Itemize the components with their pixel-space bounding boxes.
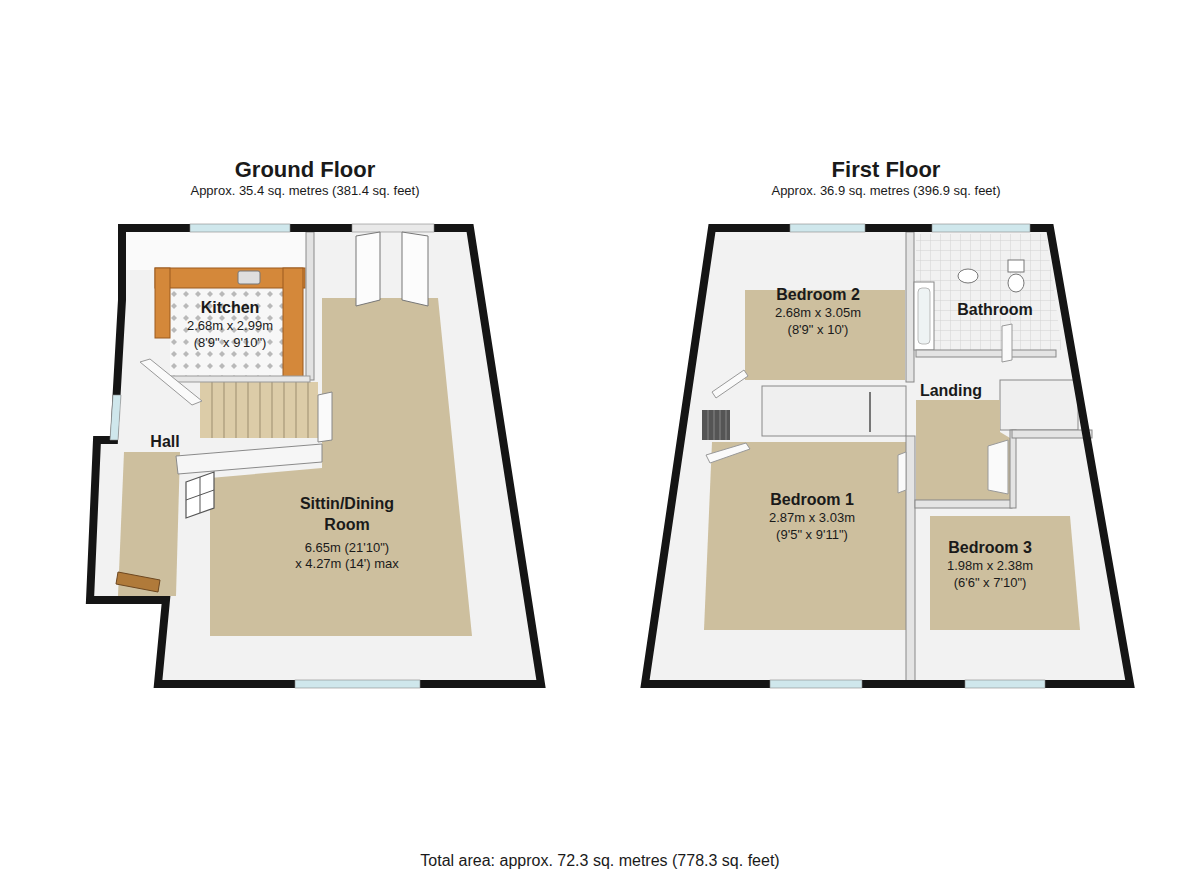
room-dimensions: 1.98m x 2.38m	[947, 557, 1033, 574]
room-name: Bathroom	[957, 300, 1033, 319]
floor-plan: First FloorApprox. 36.9 sq. metres (396.…	[640, 157, 1132, 697]
room-name: Landing	[920, 381, 982, 400]
window	[295, 680, 420, 688]
room-name: Hall	[150, 432, 179, 451]
room-dimensions: 6.65m (21'10")	[288, 540, 406, 556]
window	[932, 224, 1030, 232]
kitchen-counter	[155, 268, 170, 338]
door	[988, 440, 1008, 494]
hanging-rail	[869, 392, 871, 432]
kitchen-counter	[283, 268, 303, 378]
room-label: Bedroom 12.87m x 3.03m(9'5" x 9'11")	[769, 490, 855, 543]
doorway	[352, 224, 434, 232]
wall-face	[126, 232, 306, 270]
room-label: Bedroom 31.98m x 2.38m(6'6" x 7'10")	[947, 538, 1033, 591]
wardrobe-slats	[708, 410, 726, 440]
partition-wall	[1012, 430, 1092, 438]
room-dimensions: x 4.27m (14') max	[288, 556, 406, 572]
bath-basin	[918, 288, 930, 344]
wall-face	[90, 228, 541, 684]
room-name: Bedroom 2	[775, 285, 861, 304]
room-dimensions: 2.68m x 2.99m	[187, 317, 273, 334]
front-door	[116, 572, 160, 592]
room-label: Hall	[150, 432, 179, 451]
floor-area: Approx. 35.4 sq. metres (381.4 sq. feet)	[65, 183, 545, 199]
french-door	[402, 232, 428, 306]
window	[790, 224, 865, 232]
room-dimensions: (6'6" x 7'10")	[947, 574, 1033, 591]
carpet-floor	[930, 516, 1080, 630]
kitchen-floor	[170, 290, 283, 380]
window	[965, 680, 1045, 688]
door	[898, 452, 906, 493]
outer-wall	[645, 228, 1130, 684]
toilet-bowl	[1008, 274, 1024, 292]
room-dimensions: (8'9" x 9'10")	[187, 334, 273, 351]
door	[318, 392, 332, 442]
bath	[914, 282, 934, 350]
cupboard	[762, 386, 906, 436]
partition-wall	[170, 376, 310, 382]
partition-wall	[1010, 430, 1016, 508]
window	[110, 395, 121, 440]
french-door	[356, 232, 380, 306]
room-label: Bathroom	[957, 300, 1033, 319]
room-label: Bedroom 22.68m x 3.05m(8'9" x 10')	[775, 285, 861, 338]
partition-wall	[176, 444, 322, 474]
floor-area: Approx. 36.9 sq. metres (396.9 sq. feet)	[640, 183, 1132, 199]
room-name: Bedroom 3	[947, 538, 1033, 557]
door	[712, 370, 748, 398]
floor-heading: Ground Floor	[65, 157, 545, 183]
room-name: Sittin/Dining Room	[288, 493, 406, 535]
room-dimensions: 2.68m x 3.05m	[775, 304, 861, 321]
room-dimensions: (8'9" x 10')	[775, 321, 861, 338]
wardrobe	[702, 410, 730, 440]
room-label: Sittin/Dining Room 6.65m (21'10")x 4.27m …	[288, 493, 406, 572]
kitchen-sink	[238, 271, 260, 284]
partition-wall	[915, 500, 1012, 508]
partition-wall	[916, 350, 1056, 357]
total-area-caption: Total area: approx. 72.3 sq. metres (778…	[0, 852, 1200, 870]
partition-wall	[906, 232, 914, 382]
carpet-floor	[916, 400, 1010, 500]
carpet-floor	[704, 442, 906, 630]
window	[770, 680, 862, 688]
door	[1002, 324, 1012, 362]
sink	[958, 269, 978, 283]
room-dimensions: 2.87m x 3.03m	[769, 509, 855, 526]
carpet-floor	[745, 290, 905, 380]
stair-treads	[212, 382, 308, 438]
bathroom-floor	[916, 234, 1062, 350]
window	[190, 224, 290, 232]
toilet-cistern	[1008, 260, 1024, 272]
floor-plan: Ground FloorApprox. 35.4 sq. metres (381…	[65, 157, 545, 697]
internal-window	[186, 472, 214, 518]
window-bars	[186, 477, 214, 513]
door	[140, 359, 202, 405]
floor-heading: First Floor	[640, 157, 1132, 183]
outer-wall	[90, 228, 541, 684]
partition-wall	[306, 232, 314, 380]
room-label: Kitchen2.68m x 2.99m(8'9" x 9'10")	[187, 298, 273, 351]
partition-wall	[906, 436, 915, 684]
cupboard	[1000, 380, 1078, 430]
room-label: Landing	[920, 381, 982, 400]
staircase	[200, 382, 318, 438]
room-name: Kitchen	[187, 298, 273, 317]
room-name: Bedroom 1	[769, 490, 855, 509]
room-dimensions: (9'5" x 9'11")	[769, 526, 855, 543]
wall-face	[645, 228, 1130, 684]
door	[706, 443, 750, 463]
